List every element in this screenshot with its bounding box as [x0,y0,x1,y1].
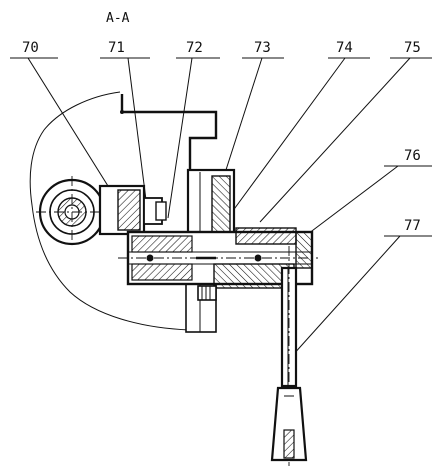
gear-hub [36,176,108,248]
part-label-75: 75 [404,40,421,56]
part-label-70: 70 [22,40,39,56]
handle-lever [270,246,308,466]
bolt [197,285,217,301]
housing-break-outline [29,91,191,331]
part-label-76: 76 [404,148,421,164]
part-labels: 70 71 72 73 74 75 76 77 [22,40,421,234]
bracket-rail [120,94,218,172]
part-label-73: 73 [254,40,271,56]
section-title: A-A [106,11,130,26]
label-leaders [10,57,432,357]
part-label-72: 72 [186,40,203,56]
part-label-77: 77 [404,218,421,234]
part-label-71: 71 [108,40,125,56]
part-label-74: 74 [336,40,353,56]
